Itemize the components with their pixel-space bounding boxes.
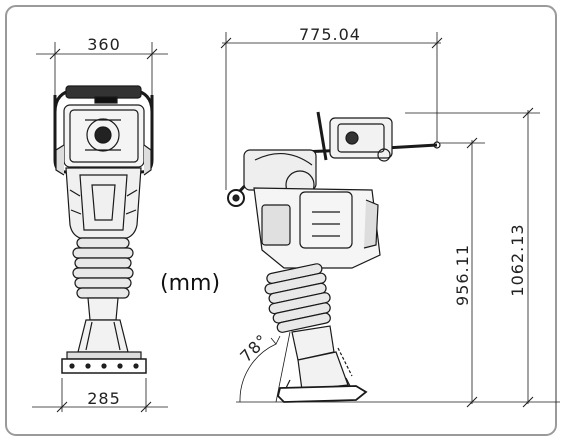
label-side-length: 775.04 (299, 25, 361, 44)
dim-front-top-width (36, 42, 168, 95)
label-side-overall-height: 1062.13 (508, 223, 527, 296)
front-leg (77, 297, 129, 353)
dim-side-handle-height (440, 137, 485, 408)
front-engine (55, 104, 152, 176)
front-housing (65, 167, 142, 239)
side-engine (243, 117, 393, 200)
label-side-handle-height: 956.11 (453, 244, 472, 306)
side-foot-plate (277, 377, 368, 403)
dim-side-overall-height (405, 107, 540, 408)
front-bellows (72, 237, 134, 299)
label-front-top-width: 360 (87, 35, 121, 54)
unit-label: (mm) (160, 271, 220, 296)
angle-indicator (236, 331, 560, 403)
side-body (253, 187, 381, 269)
front-view (32, 42, 168, 413)
side-view (220, 32, 560, 408)
label-front-base-width: 285 (87, 389, 121, 408)
side-bellows (264, 263, 331, 333)
dim-side-length (220, 32, 443, 190)
front-base-plate (61, 351, 147, 374)
side-leg (291, 325, 353, 391)
dim-front-base-width (32, 378, 168, 413)
